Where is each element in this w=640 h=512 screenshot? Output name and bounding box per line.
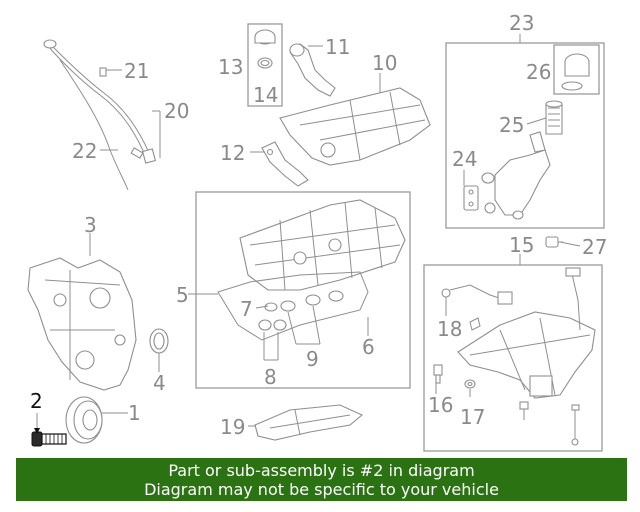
valve-cover-gasket-part — [217, 271, 369, 341]
pan-seal-part — [469, 317, 481, 331]
parts-diagram: 1 2 3 4 5 6 7 8 9 10 11 12 13 14 15 16 1… — [27, 11, 607, 452]
callout-20: 20 — [164, 99, 189, 123]
leader-lines — [34, 34, 581, 434]
callout-6: 6 — [362, 335, 375, 359]
banner-line-1: Part or sub-assembly is #2 in diagram — [168, 461, 475, 480]
group-box-15 — [423, 264, 603, 452]
o-ring-part — [257, 57, 273, 69]
banner-line-2: Diagram may not be specific to your vehi… — [144, 480, 499, 499]
spark-plug-seal-parts — [258, 290, 344, 331]
callout-8: 8 — [264, 365, 277, 389]
oil-filter-part — [545, 100, 563, 135]
callout-24: 24 — [452, 147, 477, 171]
callout-7: 7 — [240, 297, 253, 321]
callout-12: 12 — [220, 141, 245, 165]
group-box-23 — [445, 42, 605, 229]
callout-13: 13 — [218, 55, 243, 79]
fitment-notice-banner: Part or sub-assembly is #2 in diagram Di… — [16, 458, 627, 501]
callout-9: 9 — [306, 347, 319, 371]
callout-16: 16 — [428, 393, 453, 417]
harmonic-balancer-part — [65, 396, 103, 444]
callout-10: 10 — [372, 51, 397, 75]
callout-5: 5 — [176, 283, 189, 307]
balancer-bolt-part — [31, 431, 67, 447]
drain-washer-part — [464, 379, 476, 389]
callout-18: 18 — [437, 317, 462, 341]
dipstick-part — [59, 59, 144, 191]
callout-11: 11 — [325, 35, 350, 59]
callout-22: 22 — [72, 139, 97, 163]
callout-3: 3 — [84, 213, 97, 237]
group-box-13-14 — [247, 23, 283, 107]
callout-4: 4 — [153, 371, 166, 395]
group-box-5 — [195, 191, 411, 389]
oil-filter-cap-part — [561, 53, 590, 91]
housing-seal-part — [463, 185, 479, 211]
oil-pan-part — [457, 311, 596, 399]
drain-plug-part — [433, 364, 443, 384]
dipstick-tube-part — [43, 39, 157, 164]
callout-23: 23 — [509, 11, 534, 35]
callout-14: 14 — [253, 83, 278, 107]
bracket-part — [261, 141, 309, 187]
callout-21: 21 — [124, 59, 149, 83]
callout-labels: 1 2 3 4 5 6 7 8 9 10 11 12 13 14 15 16 1… — [30, 11, 607, 439]
callout-17: 17 — [460, 405, 485, 429]
group-box-26 — [553, 44, 600, 95]
callout-26: 26 — [526, 60, 551, 84]
callout-15: 15 — [509, 233, 534, 257]
engine-cover-part — [279, 87, 431, 166]
oil-level-sensor-part — [441, 284, 513, 305]
callout-27: 27 — [582, 235, 607, 259]
callout-2: 2 — [30, 389, 43, 413]
timing-cover-part — [27, 257, 137, 391]
intake-tube-part — [289, 43, 336, 97]
valve-cover-part — [239, 199, 406, 291]
heat-shield-part — [254, 404, 364, 441]
oil-filler-cap-part — [254, 29, 276, 45]
callout-25: 25 — [499, 113, 524, 137]
pan-bolts-part — [519, 401, 580, 446]
callout-1: 1 — [128, 401, 141, 425]
callout-19: 19 — [220, 415, 245, 439]
filter-housing-part — [481, 131, 551, 220]
front-seal-part — [149, 328, 169, 354]
pan-dipstick-tube-part — [565, 267, 581, 331]
